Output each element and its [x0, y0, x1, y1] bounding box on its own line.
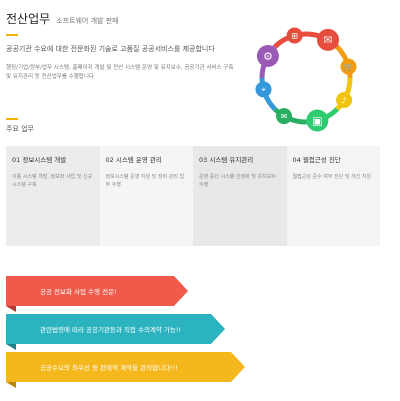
lead-text: 공공기관 수요에 대한 전문화된 기술로 고품질 공공서비스를 제공합니다 — [6, 45, 215, 53]
ribbon-bar: 공공 전보화 사업 수행 전문! — [6, 276, 174, 306]
chat-icon — [317, 28, 339, 51]
photo-icon-glyph: ▣ — [312, 114, 322, 127]
shopping-icon — [340, 58, 357, 75]
page-subtitle: 소프트웨어 개발 판매 — [56, 17, 119, 25]
card-body: 운영 중인 시스템 안정화 및 유지보수 수행 — [199, 174, 276, 188]
location-icon — [255, 81, 272, 98]
photo-icon — [306, 109, 329, 132]
location-icon-glyph: ⌖ — [261, 85, 266, 94]
card-title: 02 시스템 운영 관리 — [105, 156, 162, 164]
card-body: 웹접근성 준수 여부 진단 및 개선 지원 — [292, 174, 372, 180]
service-card: 03 시스템 유지관리 운영 중인 시스템 안정화 및 유지보수 수행 — [193, 146, 287, 246]
ribbon-label: 공공 전보화 사업 수행 전문! — [40, 288, 117, 296]
music-icon — [336, 92, 353, 108]
settings-icon — [256, 45, 279, 67]
card-title: 01 정보시스템 개발 — [12, 156, 67, 164]
service-card: 01 정보시스템 개발 각종 시스템 개발, 정보화 사업 및 신규 시스템 구… — [6, 146, 100, 246]
service-cards: 01 정보시스템 개발 각종 시스템 개발, 정보화 사업 및 신규 시스템 구… — [6, 146, 380, 246]
shopping-icon-glyph: 🛒 — [344, 61, 354, 71]
ribbon-fold — [6, 306, 16, 312]
service-ring-graphic: ✉ 🛒 ♪ ▣ ✉ ⌖ ⚙ ⊞ — [255, 27, 357, 132]
page-header: 전산업무 소프트웨어 개발 판매 — [6, 10, 119, 27]
ribbon-fold — [6, 382, 16, 388]
service-card: 02 시스템 운영 관리 정보시스템 운영 지원 및 장비 관리 업무 수행 — [99, 146, 193, 246]
mail-icon — [276, 108, 292, 125]
card-title: 03 시스템 유지관리 — [199, 156, 254, 164]
ribbon-label: 공공수요의 최우선 등 판매적 계약을 관리합니다!!! — [40, 364, 178, 372]
ribbon-fold — [6, 344, 16, 350]
cart-icon-glyph: ⊞ — [291, 31, 298, 40]
title-underline — [6, 34, 18, 36]
cart-icon — [286, 27, 303, 44]
ribbon-label: 관련법령에 따라 공공기관등과 직접 수의계약 가능!! — [40, 326, 182, 334]
card-body: 각종 시스템 개발, 정보화 사업 및 신규 시스템 구축 — [12, 174, 93, 188]
settings-icon-glyph: ⚙ — [263, 50, 273, 63]
music-icon-glyph: ♪ — [342, 96, 347, 105]
ribbon-arrow — [211, 314, 225, 344]
card-title: 04 웹접근성 진단 — [292, 156, 341, 164]
chat-icon-glyph: ✉ — [323, 34, 332, 47]
section-underline — [6, 118, 18, 120]
card-body: 정보시스템 운영 지원 및 장비 관리 업무 수행 — [105, 174, 185, 188]
ribbon-bar: 공공수요의 최우선 등 판매적 계약을 관리합니다!!! — [6, 352, 231, 382]
description-text: 행정/기업/정부/업무 시스템, 홈페이지 개발 및 전산 시스템 운영 및 유… — [6, 65, 234, 80]
ribbon-arrow — [231, 352, 245, 382]
ribbon-arrow — [174, 276, 188, 306]
page-title: 전산업무 — [6, 12, 51, 26]
section-title: 주요 업무 — [6, 125, 34, 133]
ribbon-bar: 관련법령에 따라 공공기관등과 직접 수의계약 가능!! — [6, 314, 211, 344]
mail-icon-glyph: ✉ — [281, 112, 288, 121]
service-card: 04 웹접근성 진단 웹접근성 준수 여부 진단 및 개선 지원 — [286, 146, 380, 246]
